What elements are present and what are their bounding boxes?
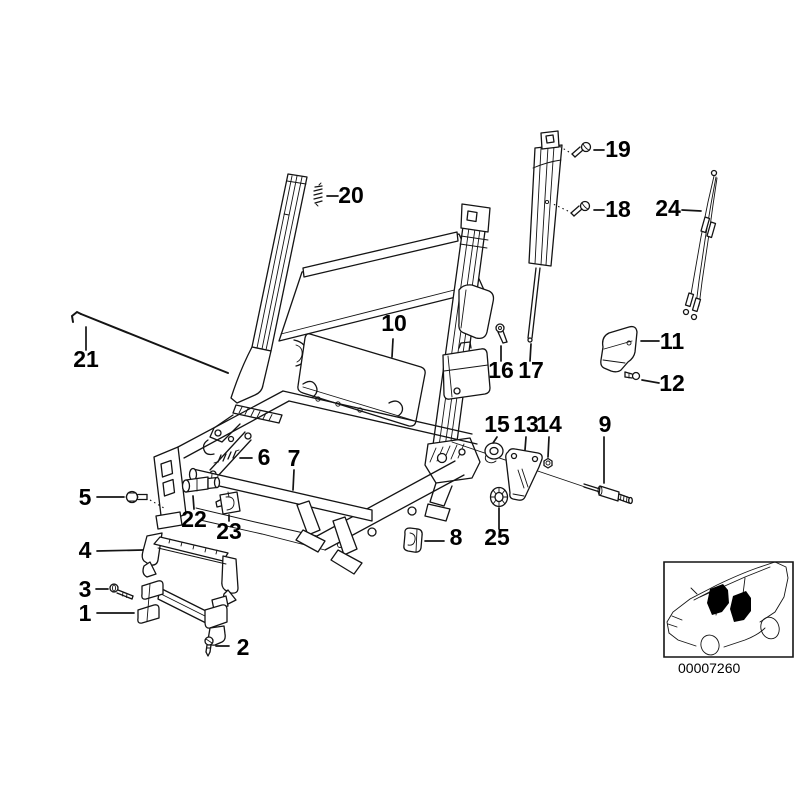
washer-25 — [491, 488, 508, 507]
callout-9: 9 — [599, 411, 612, 437]
callout-15: 15 — [484, 411, 510, 437]
screw-16 — [496, 324, 507, 343]
callout-labels: 1 2 3 4 5 6 7 8 9 10 11 12 13 14 15 16 1… — [73, 136, 685, 660]
backrest-panel-10 — [298, 334, 425, 426]
callout-21: 21 — [73, 346, 99, 372]
clip-8 — [404, 528, 422, 552]
backrest-actuator — [443, 342, 490, 399]
bolt-5 — [126, 492, 164, 509]
car-locator-box — [664, 562, 793, 657]
callout-10: 10 — [381, 310, 407, 336]
callout-12: 12 — [659, 370, 685, 396]
left-rail-hinge — [204, 347, 283, 478]
callout-3: 3 — [79, 576, 92, 602]
callout-23: 23 — [216, 518, 242, 544]
cover-11 — [601, 327, 637, 372]
diagram-part-code: 00007260 — [678, 660, 741, 676]
backrest-bump-stop — [459, 285, 494, 339]
callout-11: 11 — [660, 328, 685, 354]
car-pictogram — [667, 562, 788, 657]
callout-17: 17 — [518, 357, 544, 383]
right-recliner — [425, 438, 480, 521]
screw-2 — [205, 637, 213, 656]
callout-4: 4 — [79, 537, 92, 563]
seat-base-frame — [154, 381, 477, 574]
callout-16: 16 — [488, 357, 514, 383]
callout-8: 8 — [450, 524, 463, 550]
nut-14 — [544, 459, 552, 469]
leader-lines — [85, 149, 702, 647]
spring-20 — [314, 183, 322, 206]
callout-6: 6 — [258, 444, 271, 470]
callout-14: 14 — [536, 411, 562, 437]
screw-12 — [625, 372, 640, 380]
callout-13: 13 — [513, 411, 539, 437]
crossbar-1 — [138, 581, 228, 645]
callout-2: 2 — [237, 634, 250, 660]
callout-5: 5 — [79, 484, 92, 510]
front-seats-highlight — [707, 584, 729, 615]
callout-20: 20 — [338, 182, 364, 208]
callout-22: 22 — [181, 506, 207, 532]
bracket-23 — [216, 492, 240, 514]
spindle-9 — [584, 484, 632, 504]
callout-24: 24 — [655, 195, 681, 221]
callout-7: 7 — [288, 445, 301, 471]
gas-strut-17 — [528, 131, 562, 342]
screw-19 — [559, 143, 591, 158]
bolt-3 — [110, 584, 133, 599]
bushing-15 — [485, 443, 503, 463]
bracket-4 — [142, 533, 238, 604]
bracket-13 — [506, 449, 542, 500]
callout-19: 19 — [605, 136, 631, 162]
actuating-rod-21 — [72, 312, 228, 373]
callout-18: 18 — [605, 196, 631, 222]
spring-6 — [214, 450, 239, 463]
screw-18 — [551, 202, 590, 217]
spacer-sleeve-22 — [183, 477, 220, 492]
bowden-cables-24 — [684, 171, 718, 320]
callout-1: 1 — [79, 600, 92, 626]
callout-25: 25 — [484, 524, 510, 550]
backrest-top-beam — [303, 232, 458, 277]
